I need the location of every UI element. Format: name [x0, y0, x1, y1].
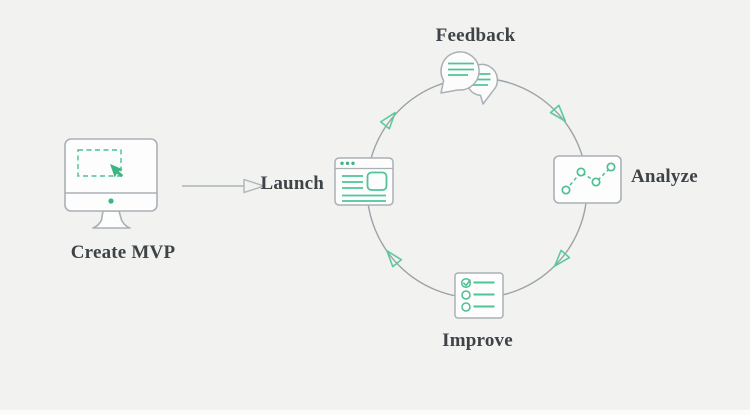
label-feedback: Feedback	[435, 25, 516, 46]
label-analyze: Analyze	[631, 166, 698, 187]
monitor-power-dot	[108, 198, 114, 204]
speech-bubbles-icon	[440, 51, 499, 105]
browser-frame	[334, 157, 394, 206]
chart-points	[561, 162, 616, 195]
browser-dots	[340, 161, 355, 165]
label-launch: Launch	[260, 173, 324, 194]
speech-bubble-left	[440, 51, 480, 94]
cycle-arrowhead-top-right	[549, 104, 567, 122]
connector-arrowhead	[243, 178, 265, 194]
connector-arrow	[182, 178, 265, 194]
cycle-arrowhead-bottom-left	[386, 249, 403, 268]
selection-rect-icon	[77, 149, 122, 177]
cycle-arrowhead-top-left	[379, 111, 396, 130]
chart-card	[553, 155, 622, 204]
chart-dashed-line	[565, 166, 612, 191]
browser-text-lines	[342, 175, 386, 202]
monitor-stand	[92, 210, 131, 229]
checklist-bullets	[460, 277, 472, 312]
cycle-arrowhead-bottom-right	[553, 249, 571, 267]
line-chart-icon	[553, 155, 622, 204]
checklist-lines	[473, 281, 495, 308]
check-mark-icon	[463, 279, 471, 287]
browser-window-icon	[334, 157, 394, 206]
label-create-mvp: Create MVP	[70, 242, 176, 263]
browser-media-box	[366, 171, 388, 191]
label-improve: Improve	[442, 330, 513, 351]
cursor-icon	[110, 164, 124, 178]
bottom-border-strip	[0, 410, 750, 415]
checklist-icon	[454, 272, 504, 319]
monitor-mvp-icon	[64, 138, 158, 229]
